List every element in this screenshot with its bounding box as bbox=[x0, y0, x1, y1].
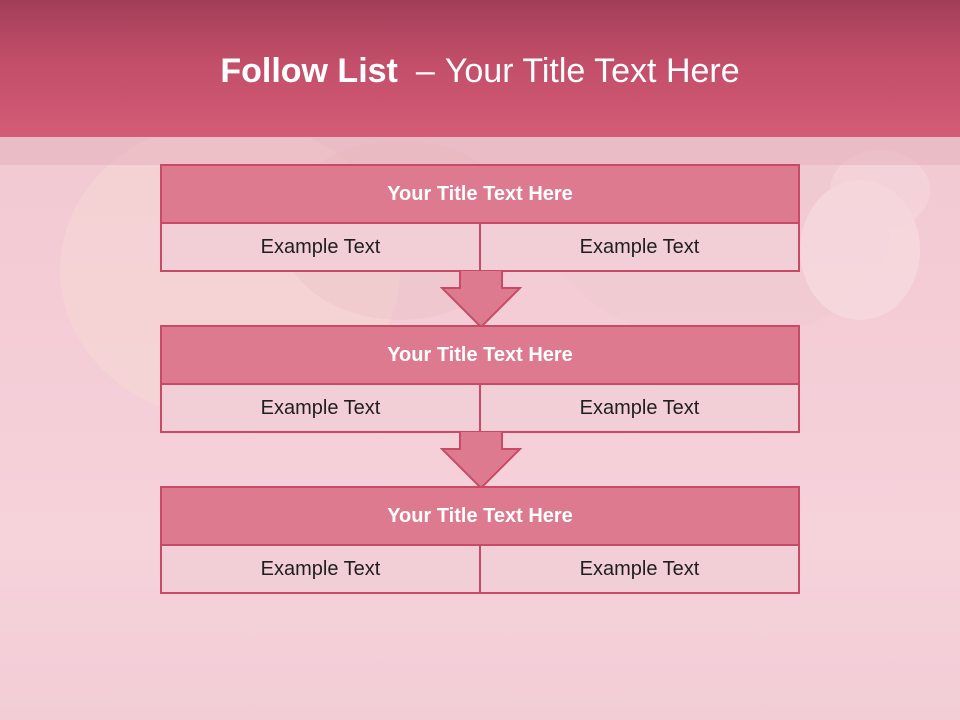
step-box-3: Your Title Text Here Example Text Exampl… bbox=[160, 486, 800, 594]
step-text-right: Example Text bbox=[479, 385, 798, 431]
down-arrow-icon bbox=[440, 431, 522, 490]
title-separator: – bbox=[415, 52, 435, 90]
title-bold: Follow List bbox=[220, 52, 398, 90]
title-rest: Your Title Text Here bbox=[444, 52, 740, 90]
title-bar-shadow bbox=[0, 137, 960, 165]
step-box-1: Your Title Text Here Example Text Exampl… bbox=[160, 164, 800, 272]
step-text-left: Example Text bbox=[162, 224, 479, 270]
step-title: Your Title Text Here bbox=[162, 327, 798, 385]
step-text-left: Example Text bbox=[162, 546, 479, 592]
step-text-right: Example Text bbox=[479, 546, 798, 592]
step-text-right: Example Text bbox=[479, 224, 798, 270]
step-title: Your Title Text Here bbox=[162, 488, 798, 546]
step-title: Your Title Text Here bbox=[162, 166, 798, 224]
down-arrow-icon bbox=[440, 270, 522, 329]
title-bar bbox=[0, 0, 960, 137]
page-title: Follow List–Your Title Text Here bbox=[0, 52, 960, 91]
step-box-2: Your Title Text Here Example Text Exampl… bbox=[160, 325, 800, 433]
step-text-left: Example Text bbox=[162, 385, 479, 431]
